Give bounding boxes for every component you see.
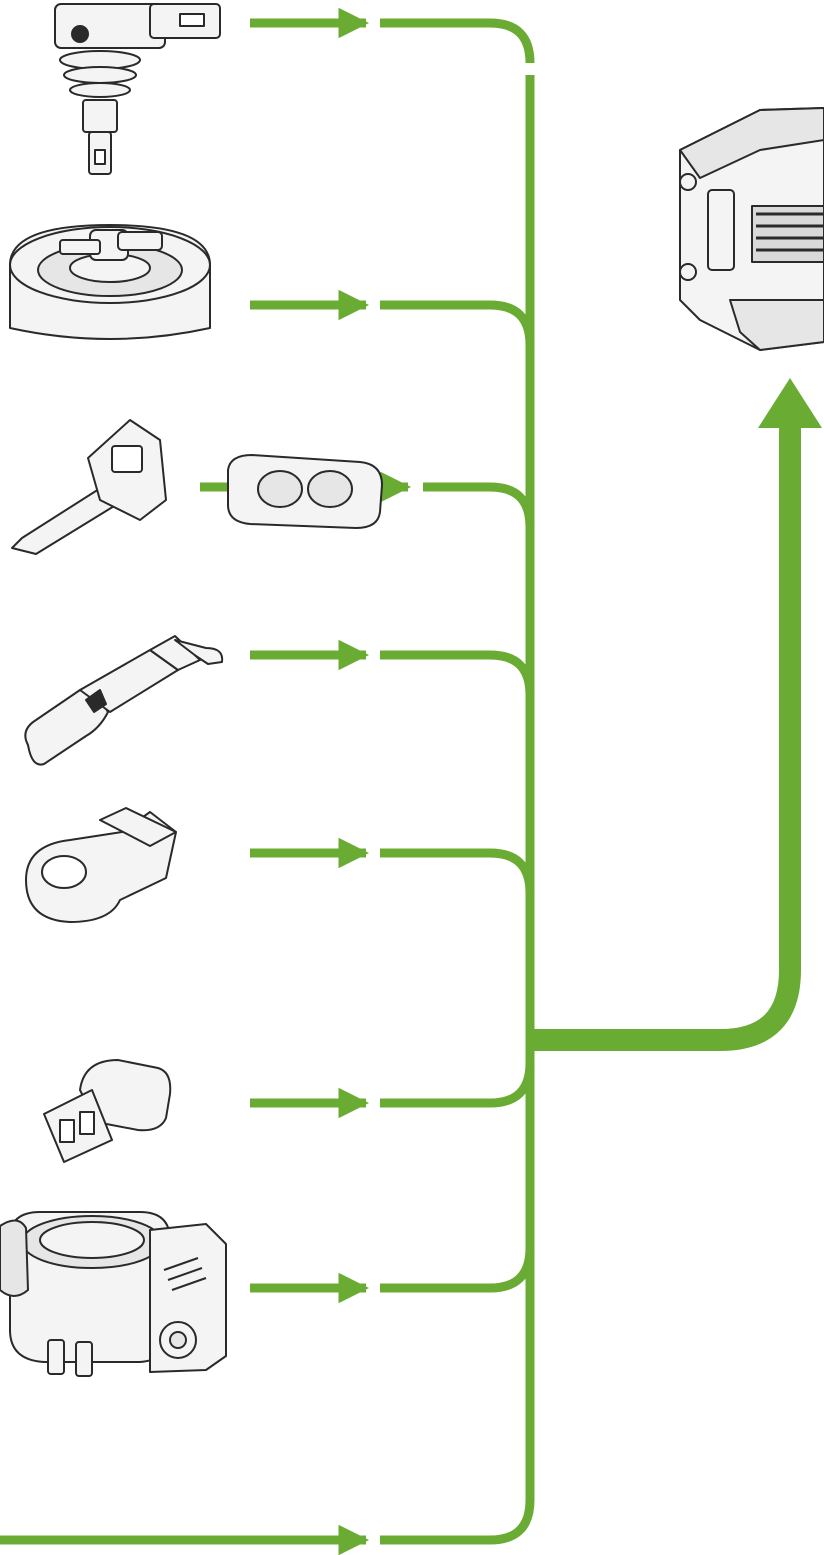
input-flow-4 [250, 639, 535, 696]
throttle-body-icon [0, 1211, 227, 1377]
knock-sensor-icon [25, 807, 177, 923]
output-arrowhead [758, 378, 822, 428]
control-unit-icon [679, 107, 824, 351]
plug-in-sensor-icon [54, 3, 221, 175]
output-flow [530, 420, 801, 1051]
input-flow-2 [250, 289, 535, 346]
rotary-sensor-icon [9, 224, 211, 340]
ignition-coil-with-module-icon [11, 419, 383, 555]
input-flow-1 [250, 7, 535, 64]
probe-sensor-icon [24, 635, 224, 766]
input-flow-6 [250, 1062, 535, 1119]
input-flow-7 [250, 1247, 535, 1304]
temperature-sender-icon [43, 1059, 172, 1163]
input-flow-8 [0, 1499, 535, 1555]
input-flow-5 [250, 837, 535, 894]
